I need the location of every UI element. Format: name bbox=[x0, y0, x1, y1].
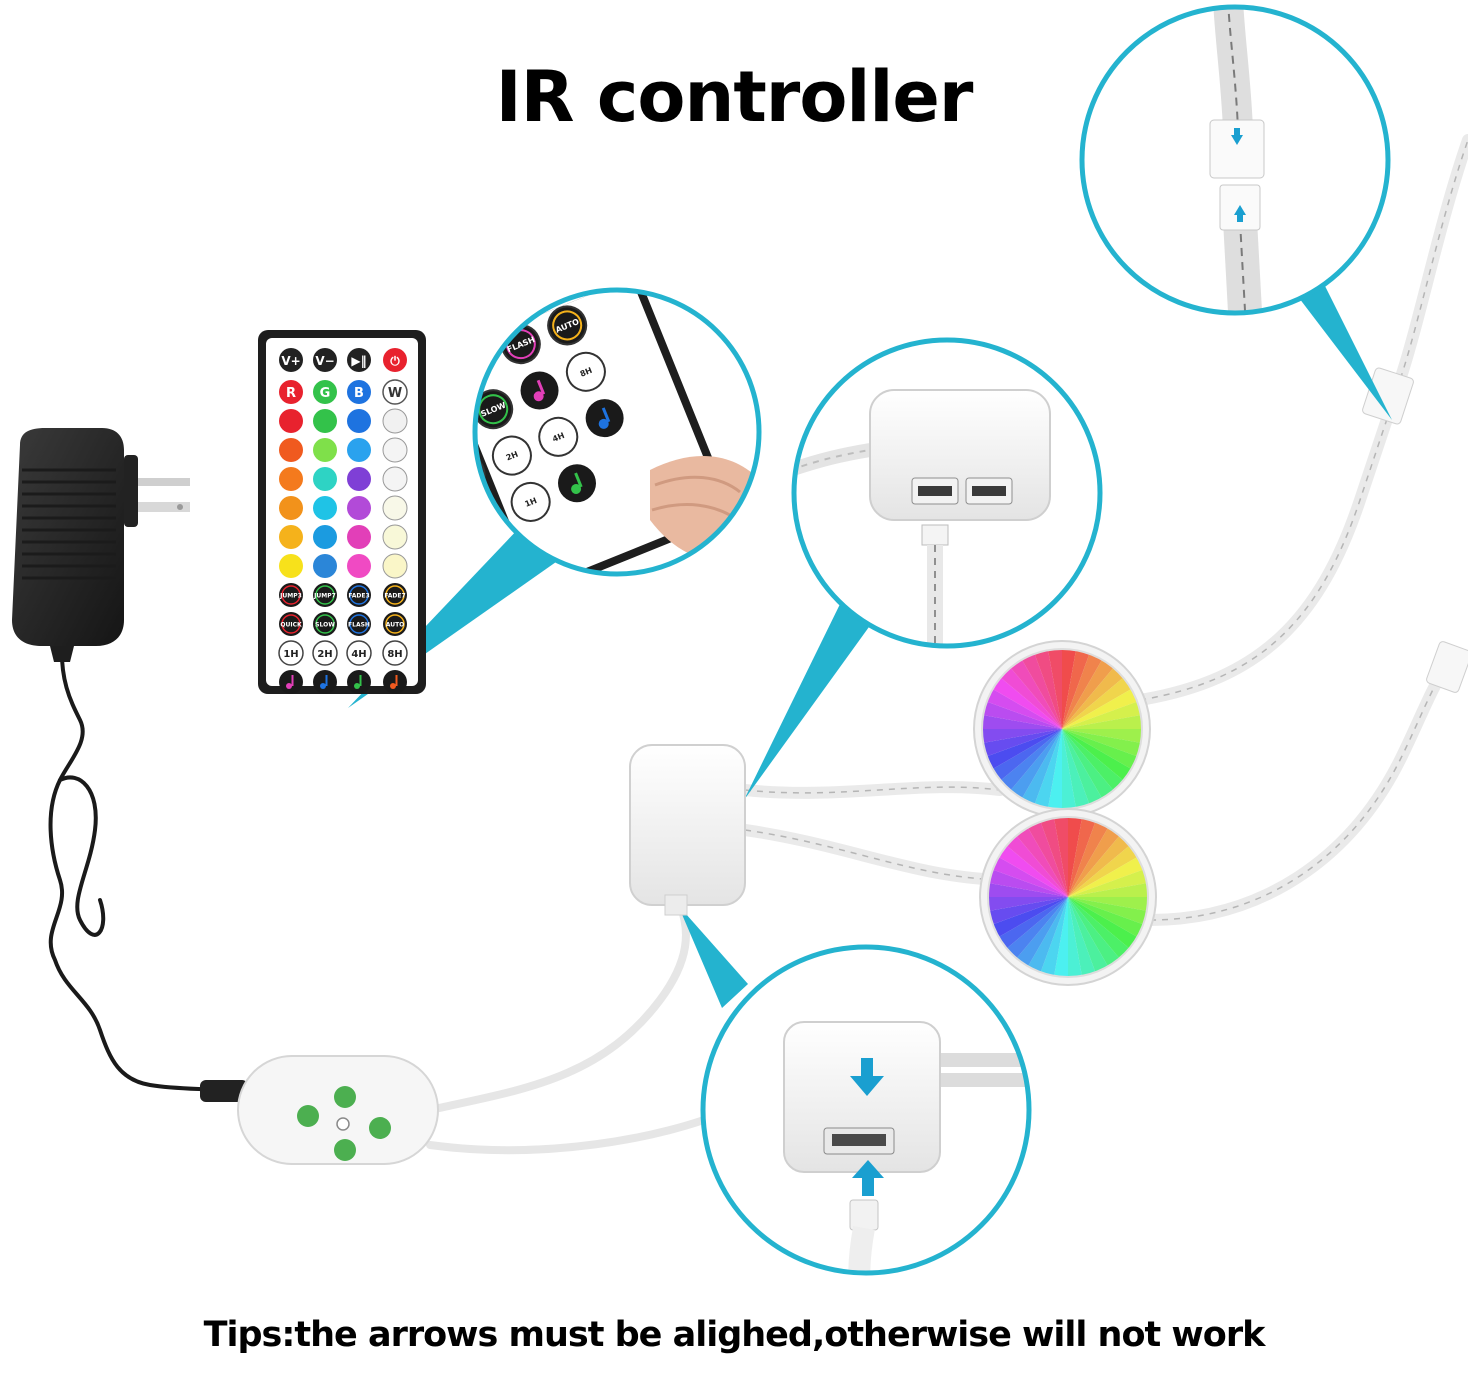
music-2-icon bbox=[313, 670, 337, 694]
rgb-puck-light-2 bbox=[979, 808, 1157, 986]
remote-button-label: 1H bbox=[283, 649, 298, 660]
remote-color-button bbox=[313, 438, 337, 462]
remote-button-label: AUTO bbox=[386, 622, 405, 629]
remote-button: G bbox=[313, 380, 337, 404]
remote-color-button bbox=[279, 525, 303, 549]
remote-button: 8H bbox=[382, 640, 408, 666]
remote-color-button bbox=[347, 496, 371, 520]
remote-button: JUMP3 bbox=[279, 583, 303, 607]
remote-color-button bbox=[382, 466, 408, 492]
remote-color-button bbox=[347, 554, 371, 578]
remote-color-button bbox=[279, 409, 303, 433]
remote-button-label: W bbox=[388, 386, 402, 401]
zoom-remote-button: 4H bbox=[538, 416, 579, 457]
remote-button: 2H bbox=[312, 640, 338, 666]
remote-button: 1H bbox=[278, 640, 304, 666]
music-4-icon bbox=[383, 670, 407, 694]
power-adapter bbox=[12, 428, 190, 662]
remote-button-label: 2H bbox=[317, 649, 332, 660]
rgb-puck-light-1 bbox=[973, 640, 1151, 818]
remote-button: V+ bbox=[279, 348, 303, 372]
controller-cables bbox=[426, 901, 734, 1155]
zoom-remote-button: 1H bbox=[510, 481, 551, 522]
remote-button-label: QUICK bbox=[280, 622, 302, 629]
remote-button-label: 8H bbox=[387, 649, 402, 660]
remote-color-button bbox=[313, 554, 337, 578]
remote-button-label: SLOW bbox=[315, 622, 335, 629]
mini-controller bbox=[200, 1055, 439, 1165]
page-title: IR controller bbox=[495, 56, 974, 138]
remote-button-label: R bbox=[286, 386, 296, 401]
remote-button: R bbox=[279, 380, 303, 404]
remote-button-label: ⏻ bbox=[390, 354, 400, 368]
remote-color-button bbox=[279, 438, 303, 462]
remote-button: FADE7 bbox=[383, 583, 407, 607]
remote-button: ▶‖ bbox=[347, 348, 371, 372]
remote-button-label: 4H bbox=[351, 649, 366, 660]
remote-color-button bbox=[279, 554, 303, 578]
remote-color-button bbox=[347, 409, 371, 433]
zoom-remote-button-label: 2H bbox=[505, 450, 520, 463]
remote-button: SLOW bbox=[313, 612, 337, 636]
remote-button: AUTO bbox=[383, 612, 407, 636]
zoom-remote-button-label: 8H bbox=[579, 366, 594, 379]
remote-color-button bbox=[313, 409, 337, 433]
remote-button: V− bbox=[313, 348, 337, 372]
remote-color-button bbox=[382, 495, 408, 521]
zoom-remote-button-label: 1H bbox=[523, 496, 538, 509]
remote-button: W bbox=[382, 379, 408, 405]
remote-button-label: JUMP3 bbox=[279, 593, 302, 600]
zoom-music-icon bbox=[585, 399, 624, 438]
zoom-remote-button-label: QUICK bbox=[451, 465, 481, 484]
remote-button-label: V− bbox=[315, 354, 334, 368]
zoom-music-icon bbox=[558, 464, 597, 503]
remote-color-button bbox=[347, 525, 371, 549]
remote-button-label: FLASH bbox=[348, 622, 370, 629]
splitter-hub bbox=[629, 744, 746, 916]
remote-button-label: JUMP7 bbox=[313, 593, 336, 600]
remote-color-button bbox=[313, 525, 337, 549]
remote-color-button bbox=[347, 467, 371, 491]
remote-button-label: ▶‖ bbox=[351, 354, 366, 368]
remote-button: 4H bbox=[346, 640, 372, 666]
remote-color-button bbox=[279, 467, 303, 491]
remote-button-label: V+ bbox=[281, 354, 300, 368]
remote-button-label: FADE3 bbox=[348, 593, 369, 600]
remote-color-button bbox=[313, 467, 337, 491]
zoom-remote-button-label: 4H bbox=[551, 431, 566, 444]
remote-button: FLASH bbox=[347, 612, 371, 636]
remote-button-label: FADE7 bbox=[384, 593, 405, 600]
callout-strip-connector bbox=[1079, 4, 1391, 316]
remote-button-label: G bbox=[320, 386, 331, 401]
remote-button: JUMP7 bbox=[313, 583, 337, 607]
zoom-remote-button: 8H bbox=[565, 351, 606, 392]
strip-connector-2 bbox=[1426, 641, 1468, 693]
callout-controller-connector bbox=[700, 944, 1032, 1276]
remote-color-button bbox=[347, 438, 371, 462]
tips-caption: Tips:the arrows must be alighed,otherwis… bbox=[203, 1315, 1266, 1355]
remote-button: ⏻ bbox=[383, 348, 407, 372]
remote-button-label: B bbox=[354, 386, 364, 401]
zoom-remote-button: 2H bbox=[491, 435, 532, 476]
zoom-remote-button: SLOW bbox=[475, 389, 514, 430]
zoom-music-icon bbox=[520, 371, 559, 410]
remote-button: FADE3 bbox=[347, 583, 371, 607]
remote-button: B bbox=[347, 380, 371, 404]
strip-connector-1 bbox=[1362, 367, 1414, 425]
remote-button: QUICK bbox=[279, 612, 303, 636]
remote-color-button bbox=[313, 496, 337, 520]
remote-color-button bbox=[382, 437, 408, 463]
remote-color-button bbox=[382, 524, 408, 550]
remote-color-button bbox=[382, 553, 408, 579]
music-1-icon bbox=[279, 670, 303, 694]
remote-color-button bbox=[382, 408, 408, 434]
music-3-icon bbox=[347, 670, 371, 694]
power-cable bbox=[48, 638, 242, 1094]
callout-hub-zoom bbox=[791, 337, 1103, 649]
zoom-remote-button: AUTO bbox=[547, 305, 588, 346]
remote-color-button bbox=[279, 496, 303, 520]
